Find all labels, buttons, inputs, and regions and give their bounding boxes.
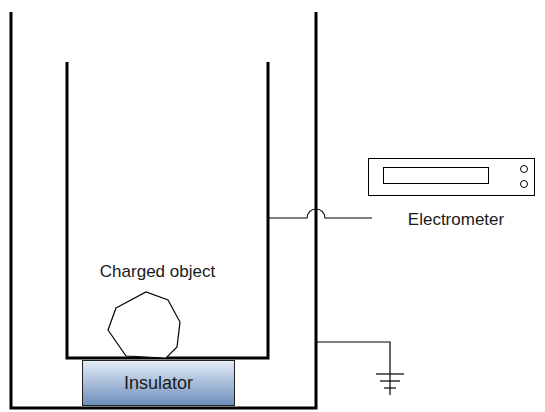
- display-window: [383, 167, 489, 184]
- ground-symbol: [376, 374, 404, 395]
- signal-wire: [268, 209, 372, 218]
- part-label: Insulator: [124, 373, 193, 394]
- part-name: Electrometer: [366, 210, 545, 230]
- outer-cup: [11, 12, 316, 408]
- insulator-block: Insulator: [82, 360, 235, 406]
- charged-object-outline: [108, 292, 180, 358]
- terminal-knob: [520, 180, 528, 188]
- terminal-knob: [520, 165, 528, 173]
- inner-cup: [67, 62, 268, 358]
- electrometer-body: [368, 158, 535, 196]
- part-name: Charged object: [71, 262, 244, 282]
- electrometer: Electrometer: [366, 156, 545, 234]
- charged-object: Charged object: [71, 262, 244, 359]
- ground-wire: [316, 342, 390, 374]
